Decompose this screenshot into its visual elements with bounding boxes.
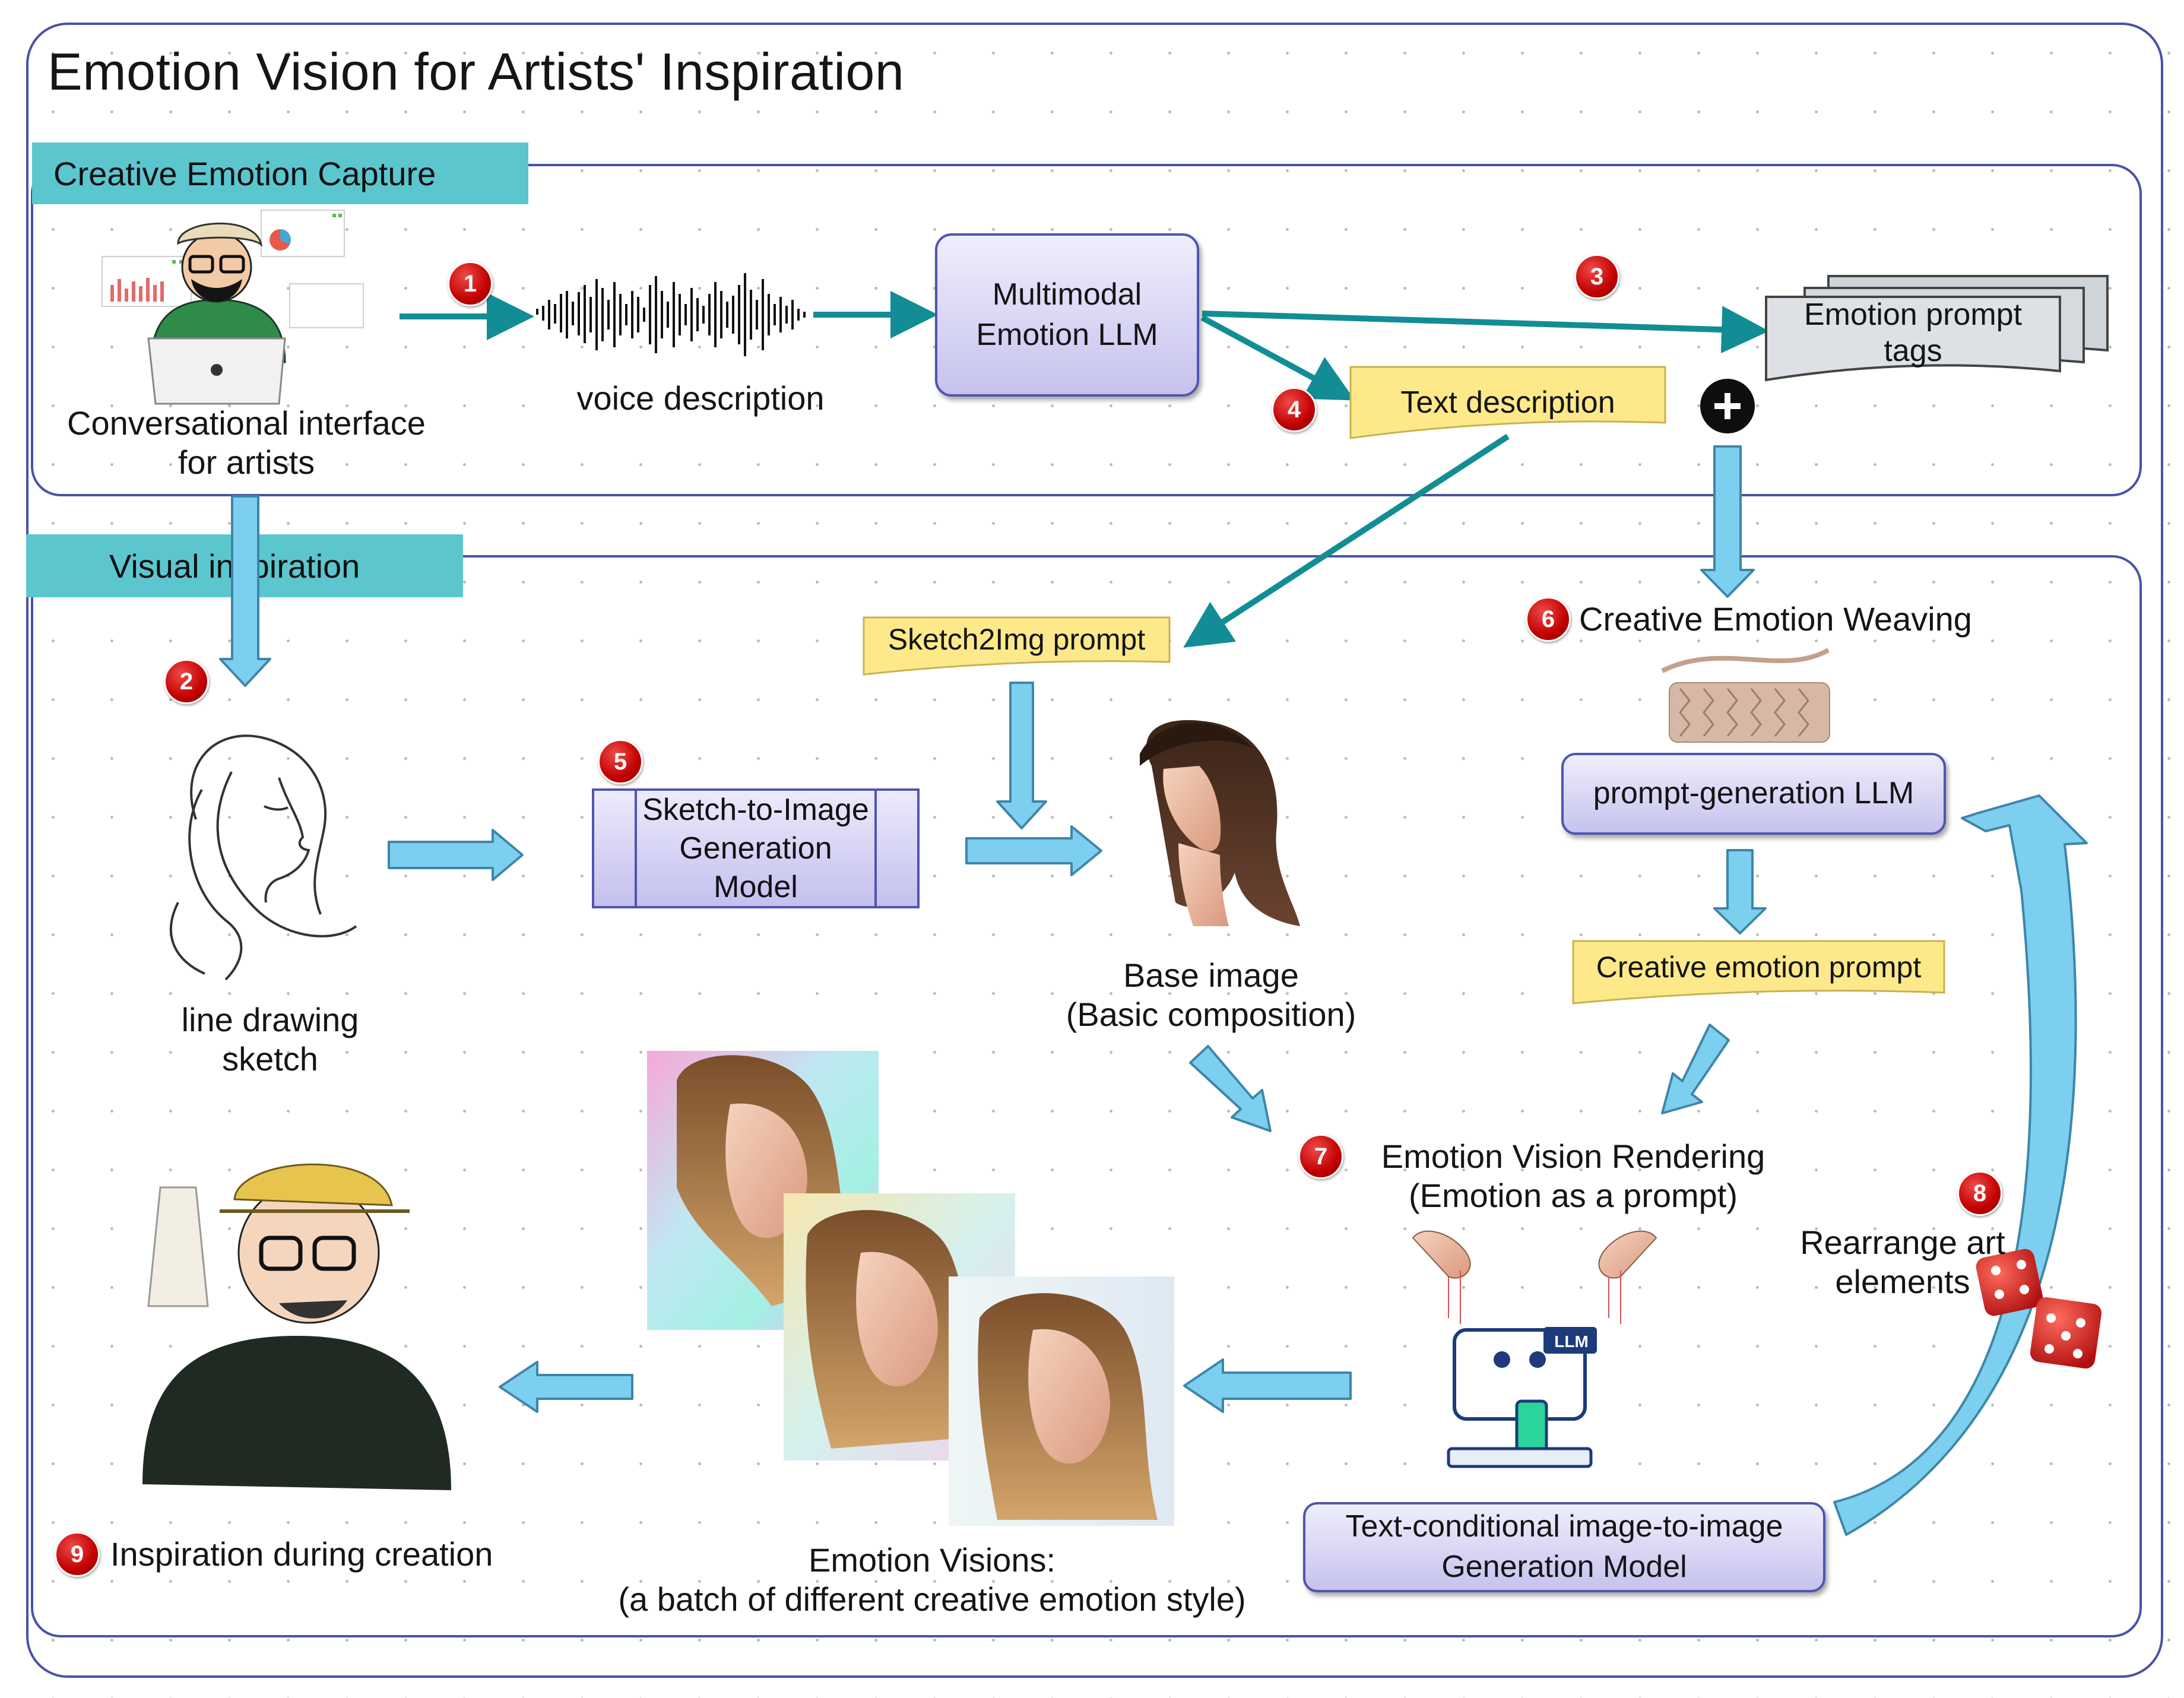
step-badge-2: 2 xyxy=(164,659,209,704)
artist-illustration-top xyxy=(147,222,286,405)
text-description-shape xyxy=(1349,366,1666,439)
teal-arrow-4 xyxy=(1200,315,1355,401)
step-badge-7: 7 xyxy=(1298,1134,1343,1179)
step-badge-9: 9 xyxy=(55,1532,100,1577)
block-arrows xyxy=(219,445,2088,1536)
prompt-llm-box: prompt-generation LLM xyxy=(1561,753,1946,835)
sketch2img-prompt-label: Sketch2Img prompt xyxy=(887,623,1146,656)
inspiration-label: Inspiration during creation xyxy=(110,1535,493,1573)
step-badge-1: 1 xyxy=(448,261,493,306)
llm-badge: LLM xyxy=(1554,1332,1589,1351)
knitting-icon xyxy=(1661,648,1830,743)
text-description-label: Text description xyxy=(1400,385,1615,420)
line-drawing-label: line drawing sketch xyxy=(181,1001,359,1078)
page-title: Emotion Vision for Artists' Inspiration xyxy=(47,42,905,101)
creative-prompt-shape xyxy=(1572,940,1945,1005)
waveform xyxy=(536,273,806,356)
emotion-tags-stack xyxy=(1765,275,2109,382)
step-badge-5: 5 xyxy=(598,739,643,784)
voice-description-label: voice description xyxy=(576,379,825,417)
line-drawing-icon xyxy=(170,734,357,981)
step-badge-6: 6 xyxy=(1526,597,1571,642)
step-badge-8: 8 xyxy=(1957,1171,2002,1216)
dice-icon xyxy=(1976,1249,2102,1369)
base-image-label: Base image (Basic composition) xyxy=(1066,956,1356,1034)
emotion-tags-label: Emotion prompt tags xyxy=(1803,297,2023,369)
vision-image-3 xyxy=(949,1276,1174,1526)
creative-prompt-label: Creative emotion prompt xyxy=(1596,951,1922,984)
sketch-model-box: Sketch-to-Image Generation Model xyxy=(592,788,920,908)
emotion-visions-label: Emotion Visions: (a batch of different c… xyxy=(618,1541,1246,1618)
teal-arrow-text-to-sketch2img xyxy=(1183,433,1510,648)
artist-interface-label: Conversational interface for artists xyxy=(67,404,426,481)
t2i-model-box: Text-conditional image-to-image Generati… xyxy=(1303,1502,1825,1592)
artist-illustration-bottom xyxy=(142,1163,451,1490)
teal-arrow-3 xyxy=(1202,306,1769,354)
sketch-model-label: Sketch-to-Image Generation Model xyxy=(642,792,869,904)
outer-frame xyxy=(26,23,2163,1678)
base-image-illustration xyxy=(1140,720,1300,926)
capture-section-tab: Creative Emotion Capture xyxy=(32,142,528,204)
rearrange-label: Rearrange art elements xyxy=(1800,1224,2005,1301)
sketch2img-shape xyxy=(863,616,1171,676)
capture-frame xyxy=(31,164,2142,496)
rendering-label: Emotion Vision Rendering (Emotion as a p… xyxy=(1381,1138,1765,1215)
puppeteer-robot-icon xyxy=(1412,1230,1657,1468)
multimodal-llm-box: Multimodal Emotion LLM xyxy=(935,233,1199,397)
dashboard-bars xyxy=(110,229,291,302)
weaving-label: Creative Emotion Weaving xyxy=(1579,600,1972,638)
step-badge-4: 4 xyxy=(1272,387,1317,432)
visual-frame xyxy=(31,555,2142,1637)
step-badge-3: 3 xyxy=(1574,254,1619,299)
